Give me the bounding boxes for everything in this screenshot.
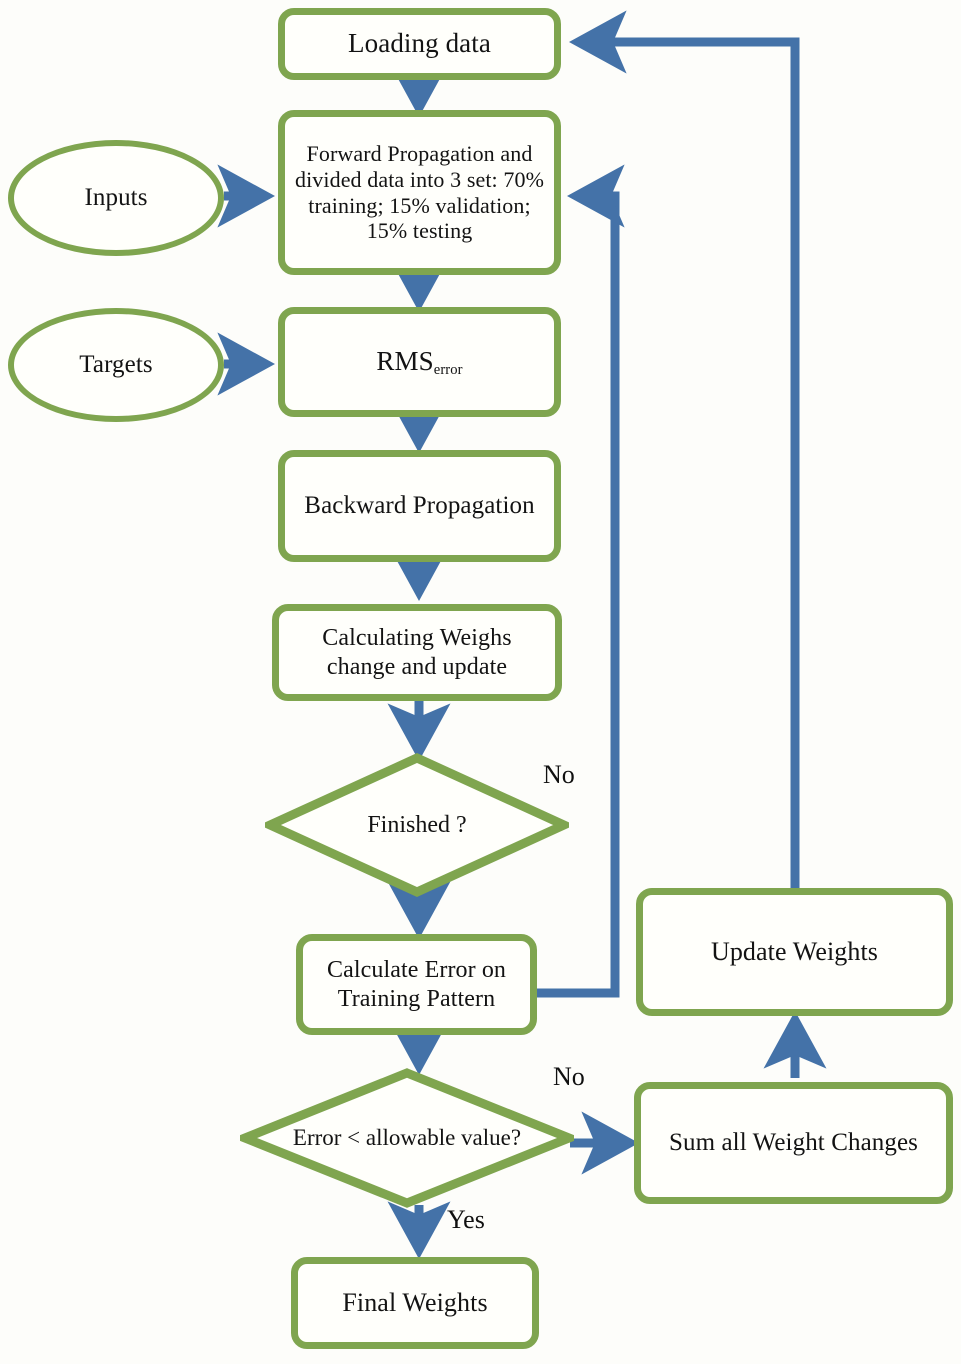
node-update-weights-label: Update Weights <box>710 936 879 966</box>
node-sum-weight-changes[interactable]: Sum all Weight Changes <box>634 1082 953 1204</box>
node-loading-data-label: Loading data <box>348 28 491 59</box>
node-finished-label: Finished ? <box>367 811 467 838</box>
node-targets[interactable]: Targets <box>8 308 224 422</box>
node-error-allowable-label: Error < allowable value? <box>292 1125 522 1151</box>
node-sum-weight-changes-label: Sum all Weight Changes <box>668 1129 918 1157</box>
edge-updateweights-to-loading <box>569 10 800 890</box>
node-calculate-error[interactable]: Calculate Error on Training Pattern <box>296 934 537 1035</box>
node-inputs[interactable]: Inputs <box>8 140 224 256</box>
node-loading-data[interactable]: Loading data <box>278 8 561 80</box>
node-final-weights[interactable]: Final Weights <box>291 1257 539 1349</box>
node-final-weights-label: Final Weights <box>342 1287 488 1317</box>
node-targets-label: Targets <box>79 351 153 379</box>
node-forward-propagation[interactable]: Forward Propagation and divided data int… <box>278 110 561 275</box>
edge-label-finished-no: No <box>543 760 575 789</box>
node-calculating-weighs[interactable]: Calculating Weighs change and update <box>272 604 562 701</box>
node-forward-propagation-label: Forward Propagation and divided data int… <box>294 140 545 244</box>
node-finished-decision[interactable]: Finished ? <box>265 753 569 897</box>
edge-label-error-no: No <box>553 1062 585 1091</box>
node-backward-propagation[interactable]: Backward Propagation <box>278 450 561 562</box>
node-calculating-weighs-label: Calculating Weighs change and update <box>322 625 512 680</box>
node-update-weights[interactable]: Update Weights <box>636 888 953 1016</box>
node-calculate-error-label: Calculate Error on Training Pattern <box>326 957 507 1012</box>
rms-main: RMS <box>376 346 434 377</box>
node-inputs-label: Inputs <box>84 184 148 212</box>
node-error-allowable-decision[interactable]: Error < allowable value? <box>240 1068 574 1208</box>
rms-subscript: error <box>433 362 463 379</box>
node-rms-error[interactable]: RMSerror <box>278 307 561 417</box>
edge-label-error-yes: Yes <box>447 1205 485 1234</box>
node-backward-propagation-label: Backward Propagation <box>304 492 535 520</box>
node-rms-error-label: RMSerror <box>370 346 468 378</box>
